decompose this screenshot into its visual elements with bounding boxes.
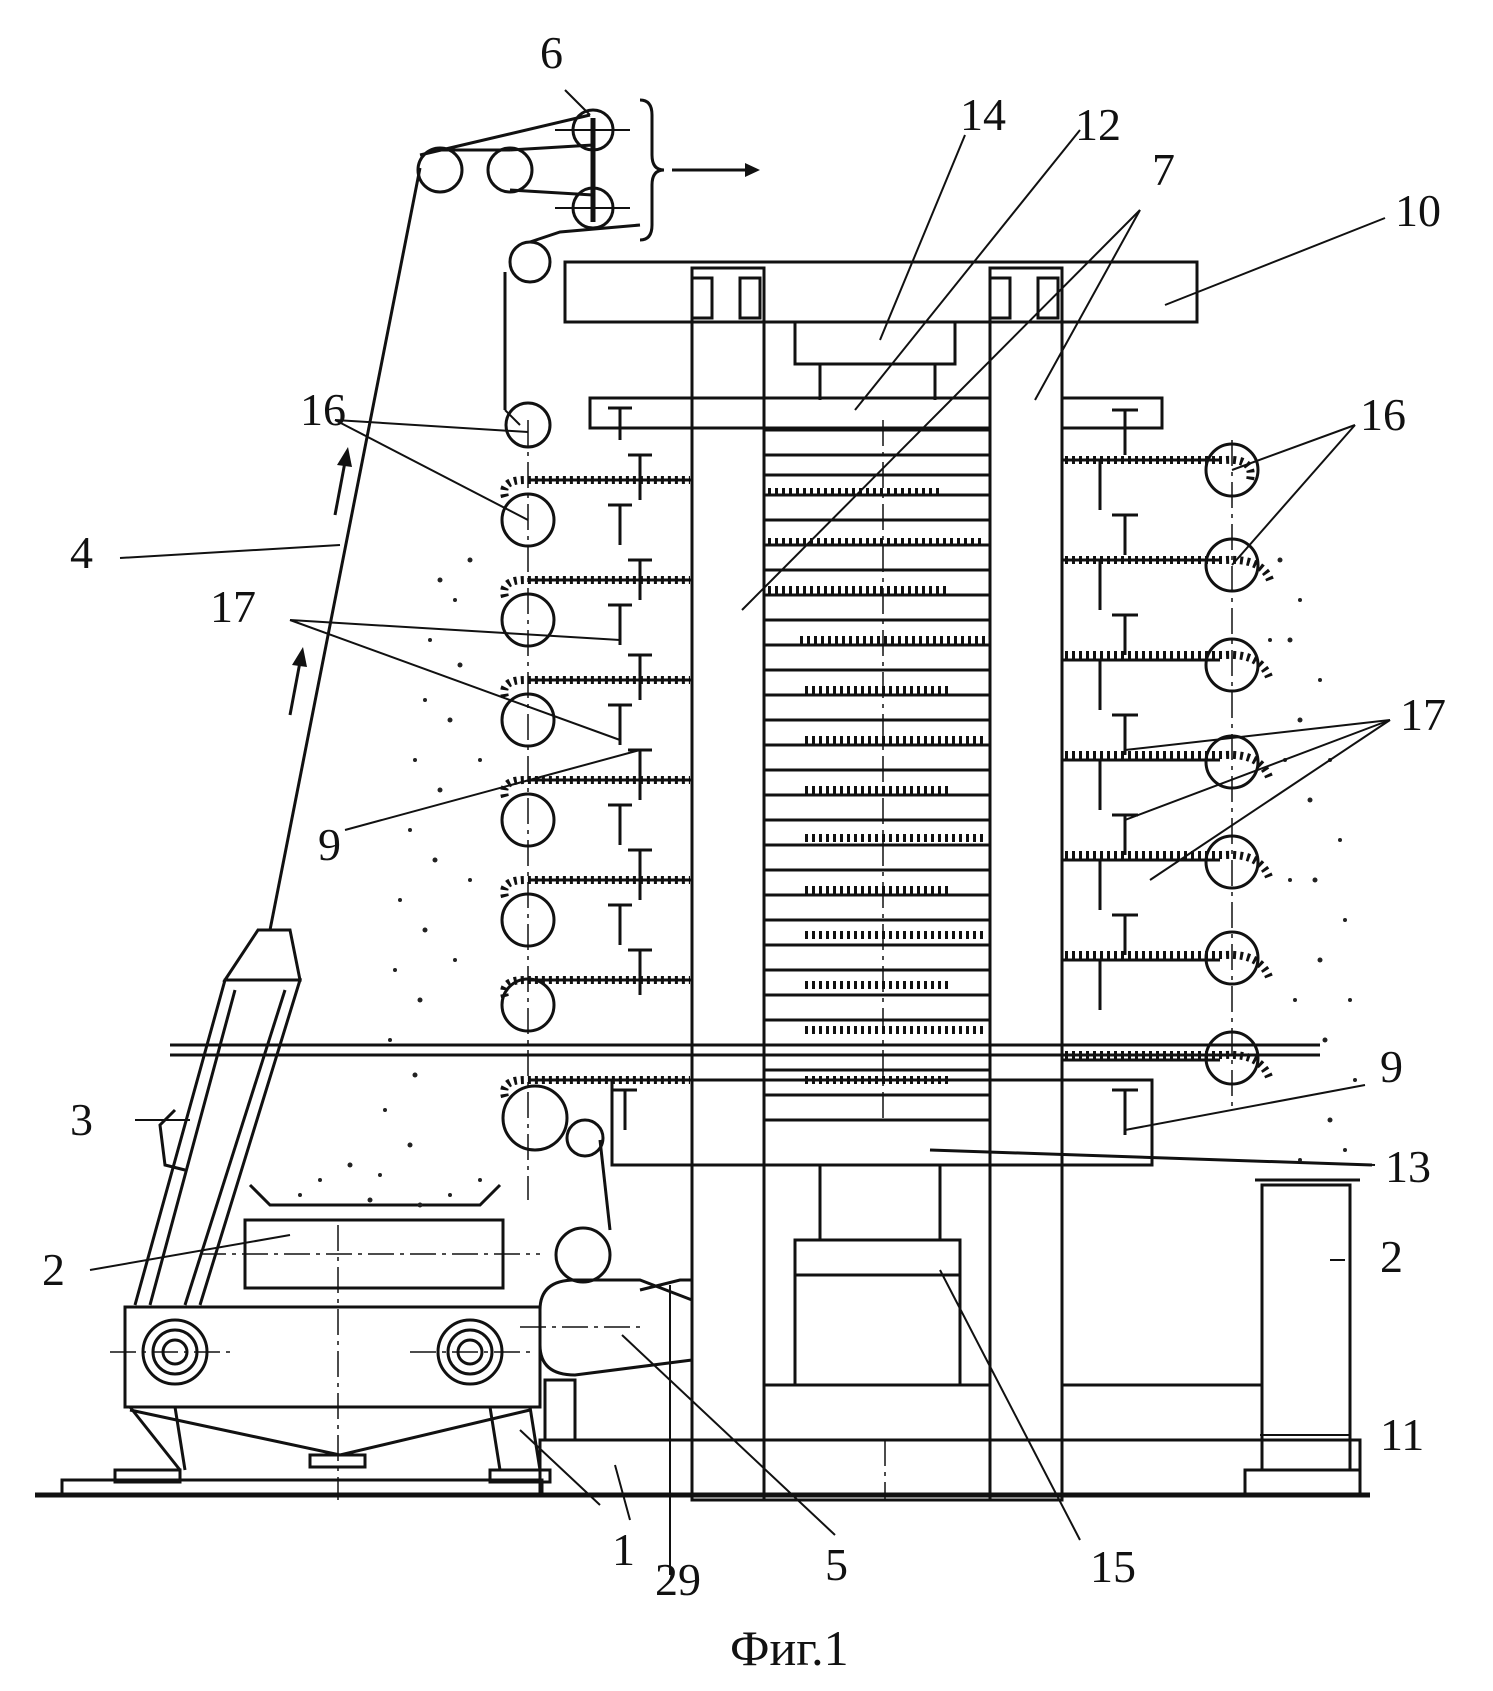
columns-7: [692, 268, 1062, 1500]
column-3: [135, 930, 300, 1305]
label-3: 3: [70, 1094, 93, 1145]
drive-5: [520, 1140, 692, 1440]
label-9-right: 9: [1380, 1041, 1403, 1092]
label-4: 4: [70, 527, 93, 578]
label-13: 13: [1385, 1141, 1431, 1192]
figure-caption: Фиг.1: [730, 1620, 849, 1676]
label-29: 29: [655, 1554, 701, 1605]
label-2-right: 2: [1380, 1231, 1403, 1282]
cylinder-14: [795, 322, 955, 400]
label-5: 5: [825, 1539, 848, 1590]
label-16-left: 16: [300, 384, 346, 435]
label-10: 10: [1395, 185, 1441, 236]
label-14: 14: [960, 89, 1006, 140]
base-right-11: [540, 1385, 1360, 1500]
flow-arrows: [290, 163, 760, 715]
part-labels: 6 14 12 7 10 16 16 4 17 17 9 9 3 13 2 2 …: [42, 27, 1446, 1605]
filter-cake-layers: [504, 460, 1270, 1097]
label-9-left: 9: [318, 819, 341, 870]
bottom-plate-13: [170, 1045, 1372, 1165]
label-2-left: 2: [42, 1244, 65, 1295]
label-12: 12: [1075, 99, 1121, 150]
label-17-left: 17: [210, 581, 256, 632]
belt-4: [270, 100, 664, 930]
label-17-right: 17: [1400, 689, 1446, 740]
label-1: 1: [612, 1524, 635, 1575]
stand-right-2: [1245, 1180, 1360, 1495]
cylinder-15: [764, 1165, 990, 1500]
label-15: 15: [1090, 1541, 1136, 1592]
base-frame: [62, 1307, 550, 1496]
label-11: 11: [1380, 1409, 1424, 1460]
top-beam-10: [565, 262, 1197, 322]
label-6: 6: [540, 27, 563, 78]
label-16-right: 16: [1360, 389, 1406, 440]
label-7: 7: [1152, 144, 1175, 195]
rollers-right-16: [1206, 440, 1258, 1110]
